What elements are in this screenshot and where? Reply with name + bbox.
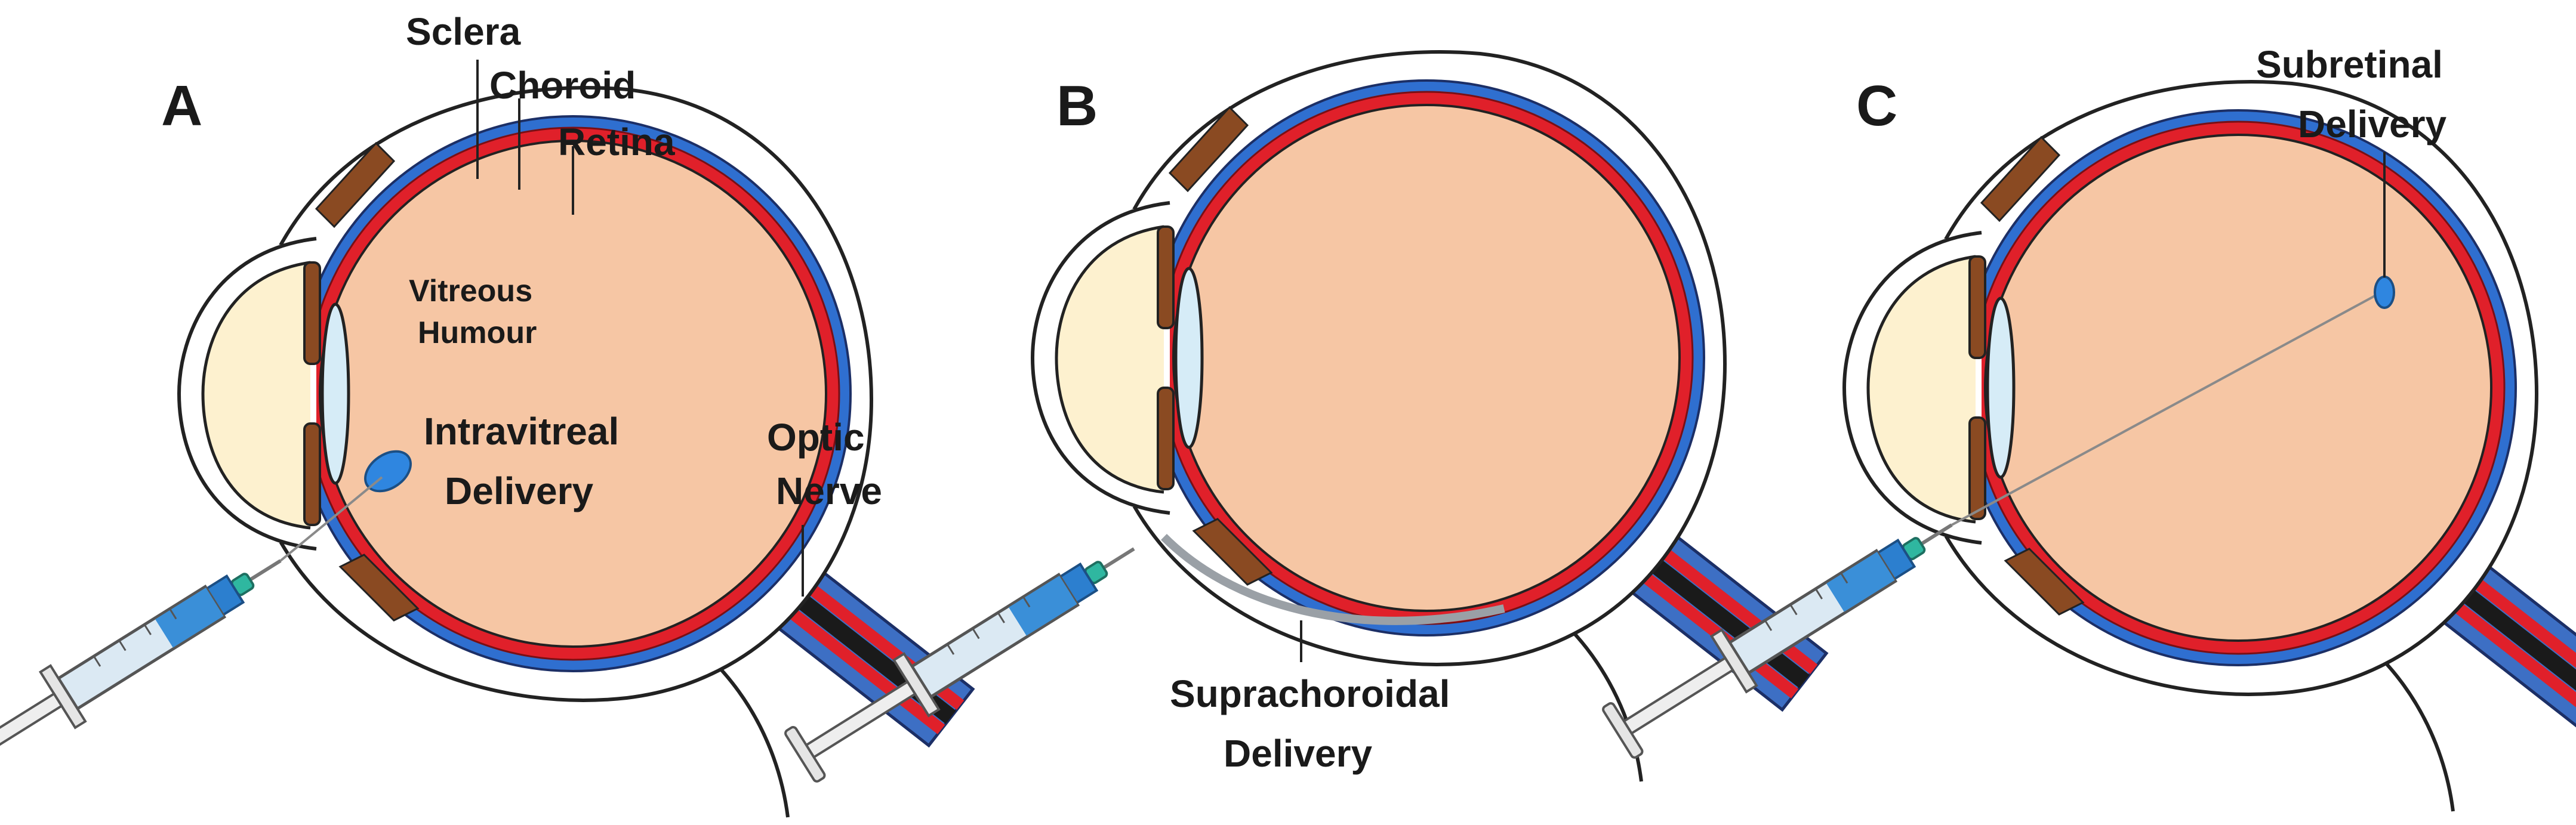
panel-letter-a: A	[161, 74, 202, 138]
needle-a	[279, 476, 383, 562]
panel-letter-c: C	[1856, 74, 1897, 138]
panel-b: B Suprachoroidal Delivery	[782, 52, 1826, 785]
label-subretinal-1: Subretinal	[2256, 43, 2443, 86]
suprachoroidal-space	[1161, 534, 1505, 625]
panel-c: C Subretinal Delivery	[1600, 43, 2576, 811]
label-suprachoroidal-2: Delivery	[1224, 732, 1372, 775]
eye-diagram-c	[1785, 82, 2576, 811]
label-vitreous-1: Vitreous	[409, 274, 532, 308]
needle-c	[1951, 291, 2382, 526]
label-optic-2: Nerve	[776, 469, 882, 512]
label-choroid: Choroid	[489, 64, 636, 107]
panel-a: A Sclera Choroid Retina Vitreous Humour …	[0, 10, 973, 817]
label-retina: Retina	[558, 120, 675, 163]
label-vitreous-2: Humour	[418, 316, 537, 350]
syringe-a	[0, 533, 298, 797]
label-intravitreal-2: Delivery	[445, 469, 593, 512]
label-subretinal-2: Delivery	[2298, 103, 2446, 146]
subretinal-bleb	[2374, 276, 2395, 309]
label-sclera: Sclera	[406, 10, 521, 53]
label-optic-1: Optic	[767, 416, 865, 459]
label-intravitreal-1: Intravitreal	[424, 410, 619, 453]
panel-letter-b: B	[1056, 74, 1098, 138]
label-suprachoroidal-1: Suprachoroidal	[1170, 672, 1450, 715]
